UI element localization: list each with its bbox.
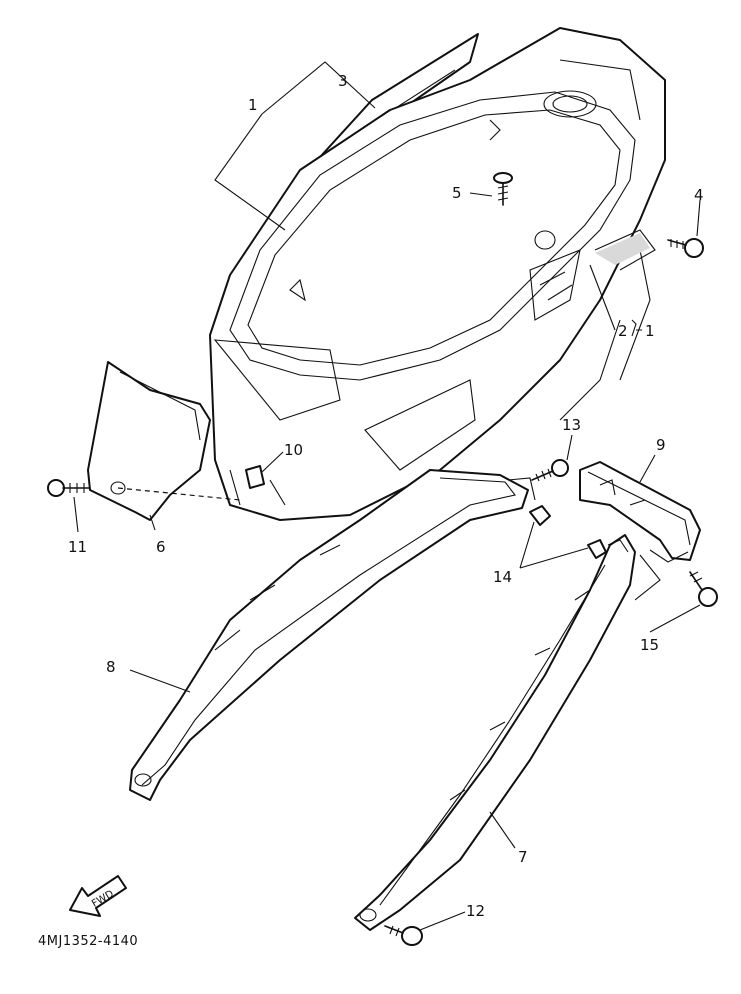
part-8-side-cover — [129, 469, 536, 801]
callout-11: 11 — [68, 538, 87, 556]
callout-2-sub: 1 — [645, 322, 655, 340]
leader-lines — [73, 61, 701, 931]
callout-5: 5 — [452, 184, 462, 202]
callout-labels: 1 3 5 4 2 1 13 9 10 11 6 14 8 15 7 12 — [68, 72, 704, 920]
callout-12: 12 — [466, 902, 485, 920]
callout-7: 7 — [518, 848, 528, 866]
part-7-lower-rail — [354, 534, 636, 931]
diagram-code: 4MJ1352-4140 — [38, 934, 138, 949]
part-14-clip — [529, 505, 607, 559]
callout-3: 3 — [338, 72, 348, 90]
fwd-arrow: FWD — [69, 875, 127, 917]
part-13-bolt — [531, 459, 569, 482]
callout-13: 13 — [562, 416, 581, 434]
part-15-bolt — [689, 571, 718, 607]
part-6-side-panel — [87, 361, 211, 521]
callout-9: 9 — [656, 436, 666, 454]
callout-15: 15 — [640, 636, 659, 654]
callout-2: 2 — [618, 322, 628, 340]
part-11-screw — [47, 479, 91, 497]
callout-4: 4 — [694, 186, 704, 204]
callout-6: 6 — [156, 538, 166, 556]
part-12-bolt — [384, 925, 423, 946]
attachment-dash-line — [117, 487, 241, 501]
callout-14: 14 — [493, 568, 512, 586]
callout-10: 10 — [284, 441, 303, 459]
main-body-cover — [209, 27, 666, 521]
part-9-rear-bracket — [579, 461, 701, 563]
part-4-bolt — [667, 238, 704, 258]
callout-8: 8 — [106, 658, 116, 676]
part-5-screw — [493, 172, 513, 206]
callout-1: 1 — [248, 96, 258, 114]
part-10-clip — [245, 465, 265, 489]
